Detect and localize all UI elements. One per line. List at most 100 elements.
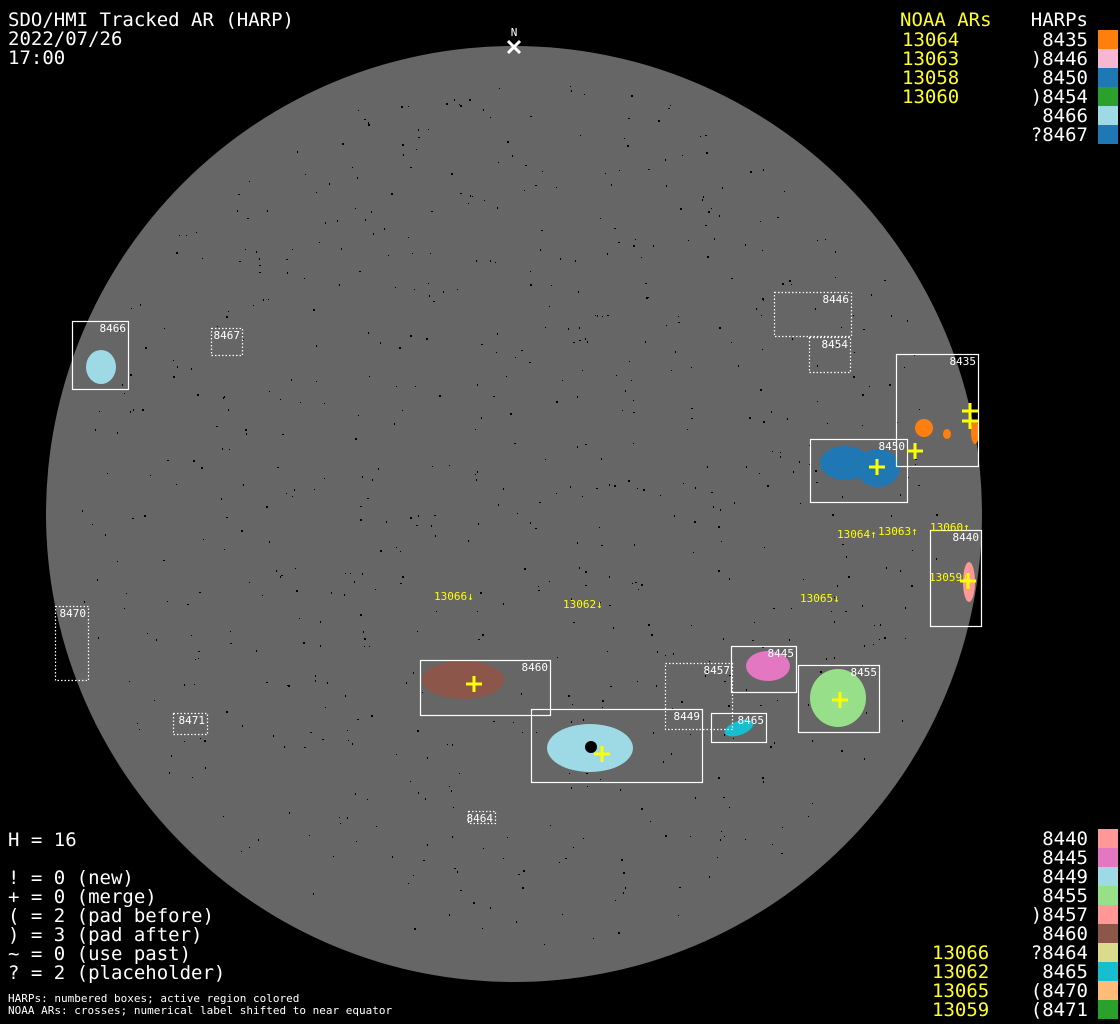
legend-color-swatch (1098, 106, 1118, 125)
harp-box-outline (929, 529, 983, 628)
legend-color-swatch (1098, 943, 1118, 962)
region-8435c (971, 420, 979, 444)
noaa-cross-icon (907, 443, 923, 459)
legend-noaa-13065: 13065 (932, 980, 989, 1002)
legend-color-swatch (1098, 49, 1118, 68)
legend-harp-8457: )8457 (1031, 904, 1088, 926)
legend-bottom: 8440844584498455)84578460?84648465(8470(… (932, 828, 1118, 1021)
harp-box-label: 8471 (179, 714, 206, 727)
harp-box-8449: 8449 (530, 708, 704, 784)
harp-box-8450: 8450 (809, 438, 909, 504)
harp-box-8467: 8467 (210, 327, 244, 357)
noaa-label: 13064↑ (837, 528, 877, 541)
legend-harp-8454: )8454 (1031, 86, 1088, 108)
harp-box-outline (71, 320, 130, 391)
legend-color-swatch (1098, 829, 1118, 848)
legend-color-swatch (1098, 68, 1118, 87)
harp-box-8455: 8455 (797, 664, 881, 734)
legend-harp-8467: ?8467 (1031, 124, 1088, 146)
legend-color-swatch (1098, 981, 1118, 1000)
harp-box-8435: 8435 (895, 353, 980, 468)
active-regions (86, 350, 979, 772)
legend-color-swatch (1098, 848, 1118, 867)
harp-box-label: 8467 (214, 329, 241, 342)
harp-box-label: 8440 (953, 531, 980, 544)
legend-color-swatch (1098, 886, 1118, 905)
noaa-label: 13062↓ (563, 598, 603, 611)
harp-box-8464: 8464 (467, 810, 497, 825)
noaa-cross-icon (960, 573, 976, 589)
region-8455 (810, 669, 866, 727)
noaa-cross-icon (869, 459, 885, 475)
harp-box-label: 8470 (60, 607, 87, 620)
noaa-cross-icon (962, 413, 978, 429)
legend-harp-8464: ?8464 (1031, 942, 1088, 964)
legend-noaa-13058: 13058 (902, 67, 959, 89)
harp-box-label: 8449 (674, 710, 701, 723)
harp-box-8471: 8471 (172, 712, 209, 736)
legend-harp-8446: )8446 (1031, 48, 1088, 70)
legend-color-swatch (1098, 1000, 1118, 1019)
noaa-label: 13059↓ (929, 571, 969, 584)
legend-color-swatch (1098, 30, 1118, 49)
harp-box-label: 8450 (879, 440, 906, 453)
noaa-label: 13060↑ (930, 521, 970, 534)
region-8435b (943, 429, 951, 439)
time: 17:00 (8, 47, 65, 69)
harp-box-outline (730, 645, 798, 694)
region-8465 (724, 719, 754, 737)
date: 2022/07/26 (8, 28, 122, 50)
noaa-label: 13063↑ (878, 525, 918, 538)
legend-color-swatch (1098, 867, 1118, 886)
legend-harp-8466: 8466 (1042, 105, 1088, 127)
footnote-harps: HARPs: numbered boxes; active region col… (8, 992, 299, 1005)
harp-box-label: 8466 (100, 322, 127, 335)
legend-harp-8435: 8435 (1042, 29, 1088, 51)
legend-harp-8470: (8470 (1031, 980, 1088, 1002)
solar-disk (46, 46, 982, 982)
h-count: H = 16 (8, 829, 77, 851)
legend-noaa-13060: 13060 (902, 86, 959, 108)
harp-box-label: 8435 (950, 355, 977, 368)
legend-color-swatch (1098, 962, 1118, 981)
legend-noaa-13059: 13059 (932, 999, 989, 1021)
legend-top: 8435)84468450)84548466?84671306413063130… (902, 29, 1118, 146)
region-8445 (746, 651, 790, 681)
stats-list: ! = 0 (new)+ = 0 (merge)( = 2 (pad befor… (8, 867, 225, 984)
north-label: N (511, 26, 518, 39)
harp-box-outline (210, 327, 244, 357)
legend-harp-8471: (8471 (1031, 999, 1088, 1021)
stat-line: ! = 0 (new) (8, 867, 134, 889)
harp-box-label: 8457 (704, 664, 731, 677)
harp-box-outline (809, 438, 909, 504)
legend-color-swatch (1098, 87, 1118, 106)
harp-box-8446: 8446 (773, 291, 853, 338)
noaa-cross-icon (466, 676, 482, 692)
harp-box-outline (773, 291, 853, 338)
harp-box-outline (172, 712, 209, 736)
harp-box-label: 8460 (522, 661, 549, 674)
harp-box-outline (467, 810, 497, 825)
stat-line: ~ = 0 (use past) (8, 943, 191, 965)
legend-harp-8460: 8460 (1042, 923, 1088, 945)
harp-box-8465: 8465 (710, 712, 768, 744)
harp-box-outline (797, 664, 881, 734)
harp-box-8445: 8445 (730, 645, 798, 694)
noaa-label: 13065↓ (800, 592, 840, 605)
legend-harp-8445: 8445 (1042, 847, 1088, 869)
harp-box-8454: 8454 (808, 336, 852, 374)
legend-color-swatch (1098, 924, 1118, 943)
legend-noaa-13064: 13064 (902, 29, 959, 51)
noaa-crosses (466, 403, 978, 762)
footnote-noaa: NOAA ARs: crosses; numerical label shift… (8, 1004, 392, 1017)
stat-line: ( = 2 (pad before) (8, 905, 214, 927)
stat-line: + = 0 (merge) (8, 886, 157, 908)
harp-box-outline (710, 712, 768, 744)
region-8435a (915, 419, 933, 437)
harp-box-outline (895, 353, 980, 468)
harp-box-8460: 8460 (419, 659, 552, 717)
legend-noaa-13063: 13063 (902, 48, 959, 70)
harp-box-8466: 8466 (71, 320, 130, 391)
legend-harp-8450: 8450 (1042, 67, 1088, 89)
